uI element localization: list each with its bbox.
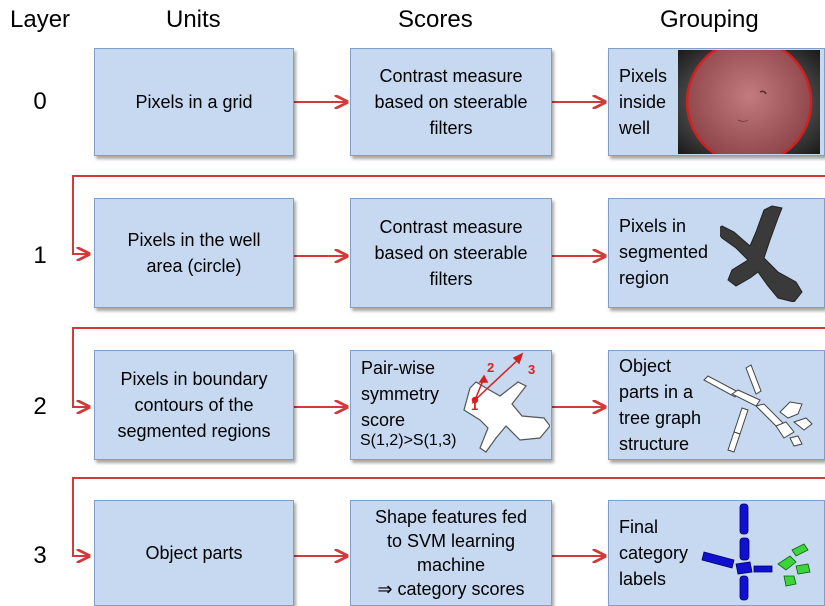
category-labels-image [701,503,811,601]
grouping-box-3: Final category labels [608,500,825,606]
grouping-box-2: Object parts in a tree graph structure [608,350,825,460]
wrap-arrow-2-3 [72,477,825,556]
wrap-arrow-0-1 [72,175,825,254]
layer-number-0: 0 [33,88,47,115]
part-green-4 [783,575,797,587]
symmetry-arrow-3 [474,355,523,401]
layer-number-1: 1 [33,242,47,269]
symmetry-contour-image [463,352,550,453]
header-units: Units [166,6,221,33]
symmetry-label-3: 3 [528,362,536,377]
symmetry-point-1 [471,396,479,404]
units-text-0: Pixels in a grid [135,92,253,112]
layer-number-3: 3 [33,542,47,569]
grouping-text-2: Object parts in a tree graph structure [619,356,702,454]
well-image [678,50,820,154]
scores-text-1: Contrast measure based on steerable filt… [374,217,528,289]
symmetry-formula: S(1,2)>S(1,3) [360,432,457,449]
symmetry-label-1: 1 [471,398,479,413]
header-grouping: Grouping [660,6,759,33]
scores-text-2: Pair-wise symmetry score [361,358,439,430]
scores-box-1: Contrast measure based on steerable filt… [350,198,552,308]
symmetry-label-2: 2 [487,360,495,375]
header-scores: Scores [398,6,473,33]
scores-text-0: Contrast measure based on steerable filt… [374,66,528,138]
part-green-1 [777,555,797,571]
units-box-2: Pixels in boundary contours of the segme… [94,350,294,460]
units-text-1: Pixels in the well area (circle) [127,230,261,276]
part-blue-top [739,503,749,535]
header-layer: Layer [10,6,71,33]
segmented-blob [720,205,803,302]
part-green-2 [791,543,809,557]
symmetry-contour [463,381,550,453]
units-text-2: Pixels in boundary contours of the segme… [117,369,271,441]
scores-box-2: Pair-wise symmetry score [350,350,552,460]
scores-box-3: Shape features fed to SVM learning machi… [350,500,552,606]
scores-box-0: Contrast measure based on steerable filt… [350,48,552,156]
tree-graph-image [703,364,813,453]
grouping-text-3: Final category labels [619,517,689,589]
part-blue-left [701,551,735,569]
part-blue-mid [739,537,750,561]
scores-box-2-overlay [350,350,552,460]
layer-number-2: 2 [33,393,47,420]
units-box-3: Object parts [94,500,294,606]
grouping-text-0: Pixels inside well [619,66,668,138]
segmented-region-image [720,205,803,302]
units-text-3: Object parts [145,543,243,563]
scores-text-3: Shape features fed to SVM learning machi… [374,507,528,599]
part-blue-bottom [739,575,749,601]
grouping-text-1: Pixels in segmented region [619,216,709,288]
part-green-3 [795,563,811,575]
units-box-0: Pixels in a grid [94,48,294,156]
well-circle [685,50,813,154]
units-box-1: Pixels in the well area (circle) [94,198,294,308]
wrap-arrow-1-2 [72,327,825,407]
